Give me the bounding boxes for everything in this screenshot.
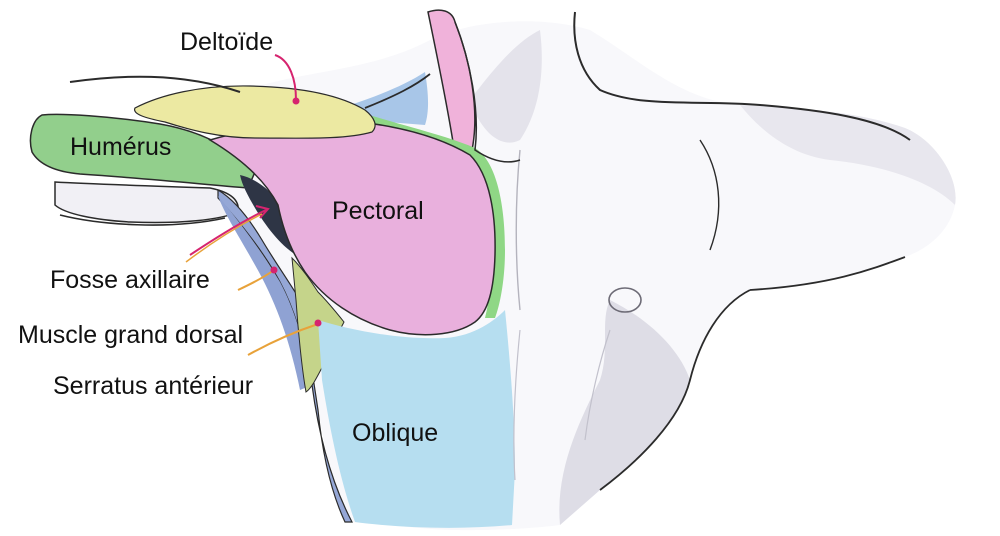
humerus-shape (29, 113, 256, 189)
abdomen-line-2 (513, 329, 521, 481)
left-arm-lower-outline (59, 214, 226, 226)
nipple (608, 287, 642, 313)
label-serratus-anterieur: Serratus antérieur (53, 372, 254, 400)
torso-shading (559, 300, 690, 525)
neck-shading (470, 30, 542, 143)
dorsal-leader-dot (270, 266, 278, 274)
right-neck-outline (573, 11, 911, 141)
sternum-line (515, 149, 521, 311)
deltoide-leader (274, 54, 297, 101)
fosse-leader-orange (185, 213, 263, 263)
serratus-leader-dot (314, 319, 322, 327)
serratus-leader (247, 323, 319, 356)
abdomen-line (584, 329, 611, 441)
label-fosse-axillaire: Fosse axillaire (50, 266, 210, 294)
torso-shading-upper (740, 105, 956, 205)
deltoide-leader-dot (292, 97, 300, 105)
pectoral-edge (360, 112, 505, 318)
label-pectoral: Pectoral (332, 197, 424, 225)
right-arm-outline (749, 256, 906, 291)
label-oblique: Oblique (352, 419, 439, 447)
label-humerus: Humérus (70, 133, 172, 161)
axilla-shadow (240, 175, 297, 255)
deltoid-shape (134, 85, 376, 139)
latissimus-dorsi-fill (218, 196, 312, 390)
label-muscle-grand-dorsal: Muscle grand dorsal (18, 321, 244, 349)
center-neck-line (454, 21, 521, 163)
oblique-shape (318, 310, 515, 528)
fosse-leader-arrow (255, 205, 270, 219)
right-pectoral-outline (699, 139, 720, 251)
label-deltoide: Deltoïde (180, 28, 274, 56)
arm-lower (54, 181, 239, 224)
left-neck-outline (364, 73, 431, 109)
shoulder-outline (69, 75, 241, 93)
right-torso-outline (599, 289, 751, 491)
fosse-leader (189, 209, 267, 256)
